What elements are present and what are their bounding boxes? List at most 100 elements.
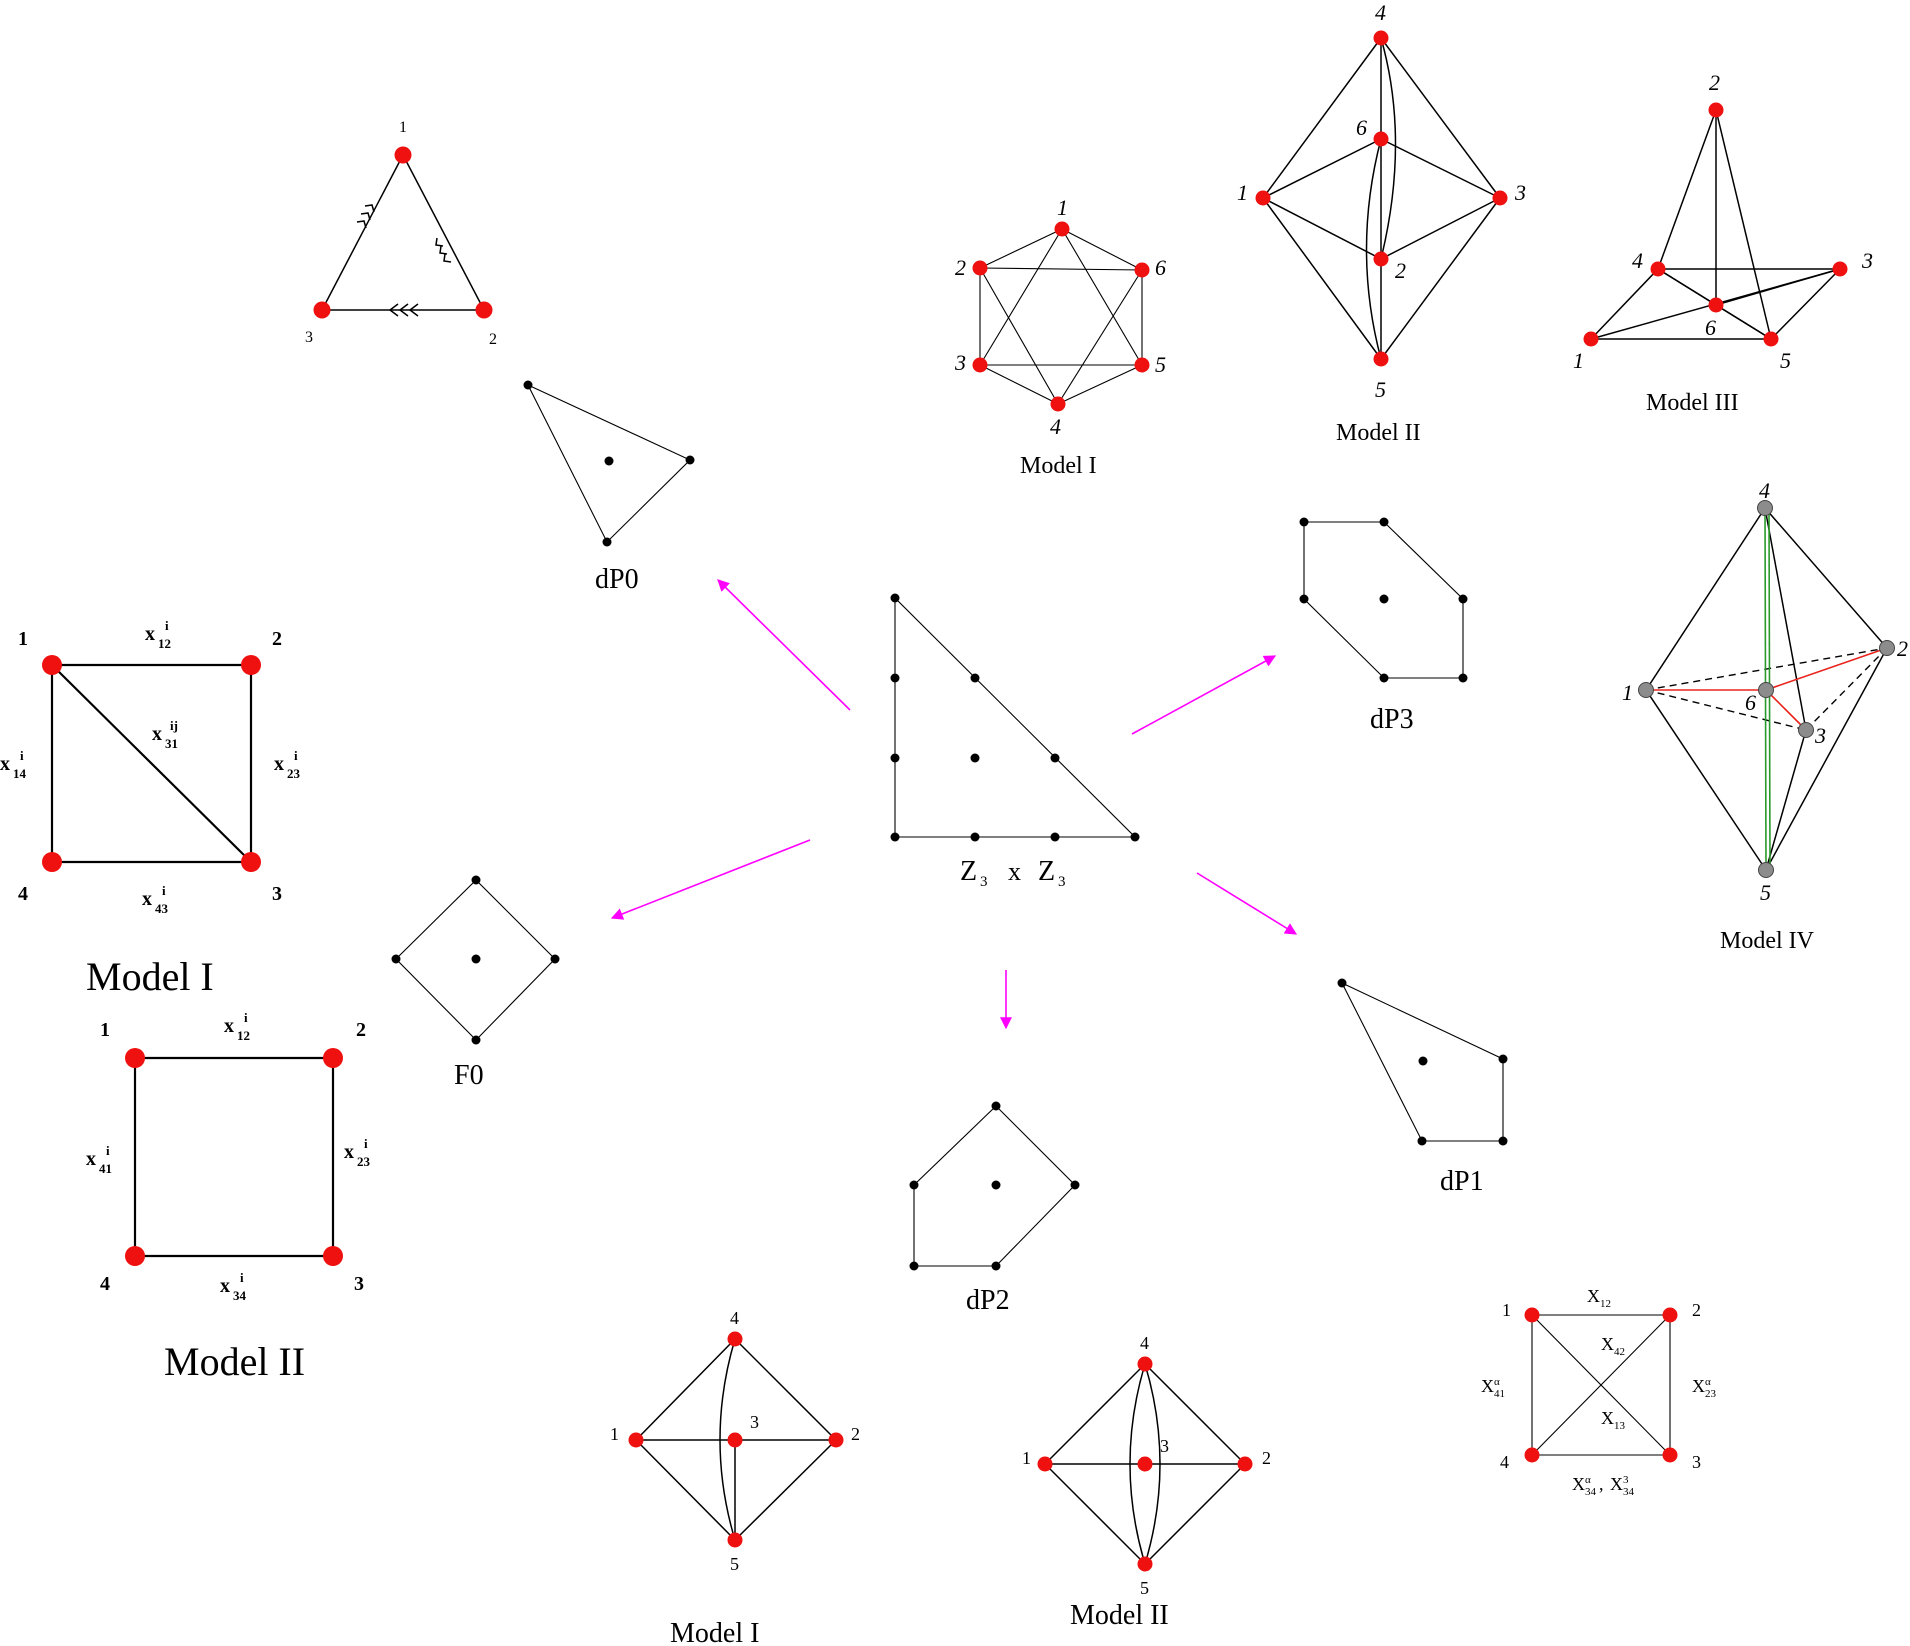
dp1-n2: 2 xyxy=(1692,1300,1701,1320)
dp0-quiver: 1 2 3 xyxy=(305,119,497,348)
dp2m1-n3: 3 xyxy=(750,1412,759,1432)
m2-n1: 1 xyxy=(1237,180,1248,205)
dp2-model1-caption: Model I xyxy=(670,1618,759,1646)
arrowhead-2to3 xyxy=(388,303,419,317)
dp0-node3-label: 3 xyxy=(305,329,313,346)
f0m1-x43-sub: 43 xyxy=(155,901,169,916)
dp2m2-n2: 2 xyxy=(1262,1448,1271,1468)
center-caption-sub2: 3 xyxy=(1058,874,1066,890)
f0-label: F0 xyxy=(454,1060,484,1091)
toric-f0: F0 xyxy=(391,875,560,1091)
m2-n3: 3 xyxy=(1514,180,1526,205)
m3-n5: 5 xyxy=(1780,348,1791,373)
arrow-to-f0 xyxy=(610,839,811,920)
m2-n2: 2 xyxy=(1395,258,1406,283)
m3-n3: 3 xyxy=(1861,248,1873,273)
m3-n6: 6 xyxy=(1705,315,1716,340)
m3-n4: 4 xyxy=(1632,248,1643,273)
f0m2-x12-sup: i xyxy=(244,1010,248,1025)
f0m2-n1: 1 xyxy=(100,1019,110,1041)
dp1-label: dP1 xyxy=(1440,1166,1484,1197)
arrowhead-1to2 xyxy=(435,237,452,263)
dp2m2-n5: 5 xyxy=(1140,1578,1149,1598)
dp1-x34b-sub: 34 xyxy=(1623,1486,1635,1498)
dp3-model2-quiver: 4 1 3 6 2 5 Model II xyxy=(1237,0,1526,446)
dp1-n4: 4 xyxy=(1500,1452,1509,1472)
m2-n5: 5 xyxy=(1375,377,1386,402)
dp1-x42: X xyxy=(1601,1334,1614,1354)
m4-n5: 5 xyxy=(1760,880,1771,905)
dp2m1-n1: 1 xyxy=(610,1424,619,1444)
f0m1-x23: x xyxy=(274,753,284,775)
center-triangle-outline xyxy=(894,596,1137,838)
toric-dp2: dP2 xyxy=(909,1101,1080,1316)
dp0-node1-label: 1 xyxy=(399,119,407,136)
dp1-x23-sup: α xyxy=(1705,1376,1711,1388)
center-lattice-points xyxy=(890,593,1140,842)
m1-n4: 4 xyxy=(1050,414,1061,439)
f0-model2-caption: Model II xyxy=(164,1339,305,1384)
f0m2-x23-sub: 23 xyxy=(357,1154,371,1169)
f0m2-x34-sub: 34 xyxy=(233,1288,247,1303)
dp2-model2-quiver: 4 1 2 3 5 Model II xyxy=(1022,1333,1271,1631)
dp1-x12: X xyxy=(1587,1286,1600,1306)
f0m1-x31: x xyxy=(152,723,162,745)
dp2m2-n3: 3 xyxy=(1160,1436,1169,1456)
dp2m1-n5: 5 xyxy=(730,1554,739,1574)
dp2-label: dP2 xyxy=(966,1285,1010,1316)
m1-n2: 2 xyxy=(955,255,966,280)
dp3-model3-quiver: 2 4 3 6 1 5 Model III xyxy=(1573,70,1873,416)
dp1-x34b: X xyxy=(1610,1474,1623,1494)
arrowhead-3to1 xyxy=(356,204,375,229)
dp1-x23-sub: 23 xyxy=(1705,1388,1717,1400)
m4-n6: 6 xyxy=(1745,690,1756,715)
f0m2-x41: x xyxy=(86,1148,96,1170)
f0m2-x12: x xyxy=(224,1015,234,1037)
m2-n4: 4 xyxy=(1375,0,1386,25)
dp0-label: dP0 xyxy=(595,564,639,595)
toric-dp0: dP0 xyxy=(523,380,695,595)
f0m1-x43: x xyxy=(142,888,152,910)
f0m2-x23: x xyxy=(344,1141,354,1163)
m4-n4: 4 xyxy=(1759,478,1770,503)
dp1-n1: 1 xyxy=(1502,1300,1511,1320)
f0m2-x41-sub: 41 xyxy=(99,1161,112,1176)
dp1-comma: , xyxy=(1599,1474,1604,1494)
dp1-quiver: 1 2 3 4 X 12 X 42 X 13 X α 23 X α 41 X α… xyxy=(1481,1286,1717,1498)
f0m1-x12-sub: 12 xyxy=(158,636,171,651)
dp1-x34a: X xyxy=(1572,1474,1585,1494)
center-caption-z1: Z xyxy=(960,856,977,887)
f0-model2-quiver: 1 2 3 4 x i 12 x i 23 x i 41 x i 34 Mode… xyxy=(86,1010,371,1384)
m2-n6: 6 xyxy=(1356,115,1367,140)
f0m2-x41-sup: i xyxy=(106,1143,110,1158)
f0m2-n2: 2 xyxy=(356,1019,366,1041)
dp1-x42-sub: 42 xyxy=(1614,1346,1625,1358)
dp2m1-n2: 2 xyxy=(851,1424,860,1444)
dp1-x41-sub: 41 xyxy=(1494,1388,1505,1400)
toric-dp3: dP3 xyxy=(1299,517,1468,735)
m1-n6: 6 xyxy=(1155,255,1166,280)
f0m1-x31-sub: 31 xyxy=(165,736,178,751)
m1-n5: 5 xyxy=(1155,352,1166,377)
dp1-x34a-sup: α xyxy=(1585,1474,1591,1486)
m4-n2: 2 xyxy=(1897,636,1908,661)
arrow-to-dp1 xyxy=(1196,872,1298,935)
dp2m2-n1: 1 xyxy=(1022,1448,1031,1468)
f0m1-x23-sup: i xyxy=(294,748,298,763)
f0m1-x12-sup: i xyxy=(165,618,169,633)
dp1-n3: 3 xyxy=(1692,1452,1701,1472)
dp3-model2-caption: Model II xyxy=(1336,420,1421,446)
dp2-model2-caption: Model II xyxy=(1070,1600,1169,1631)
dp3-label: dP3 xyxy=(1370,704,1414,735)
dp3-model4-caption: Model IV xyxy=(1720,928,1815,954)
f0m1-n4: 4 xyxy=(18,883,28,905)
f0m1-x14-sub: 14 xyxy=(13,766,27,781)
dp1-x13-sub: 13 xyxy=(1614,1420,1626,1432)
dp3-model3-caption: Model III xyxy=(1646,390,1739,416)
f0m1-x31-sup: ij xyxy=(170,718,178,733)
dp2m2-n4: 4 xyxy=(1140,1333,1149,1353)
dp1-x41-sup: α xyxy=(1494,1376,1500,1388)
partial-resolution-arrows xyxy=(610,579,1298,1030)
